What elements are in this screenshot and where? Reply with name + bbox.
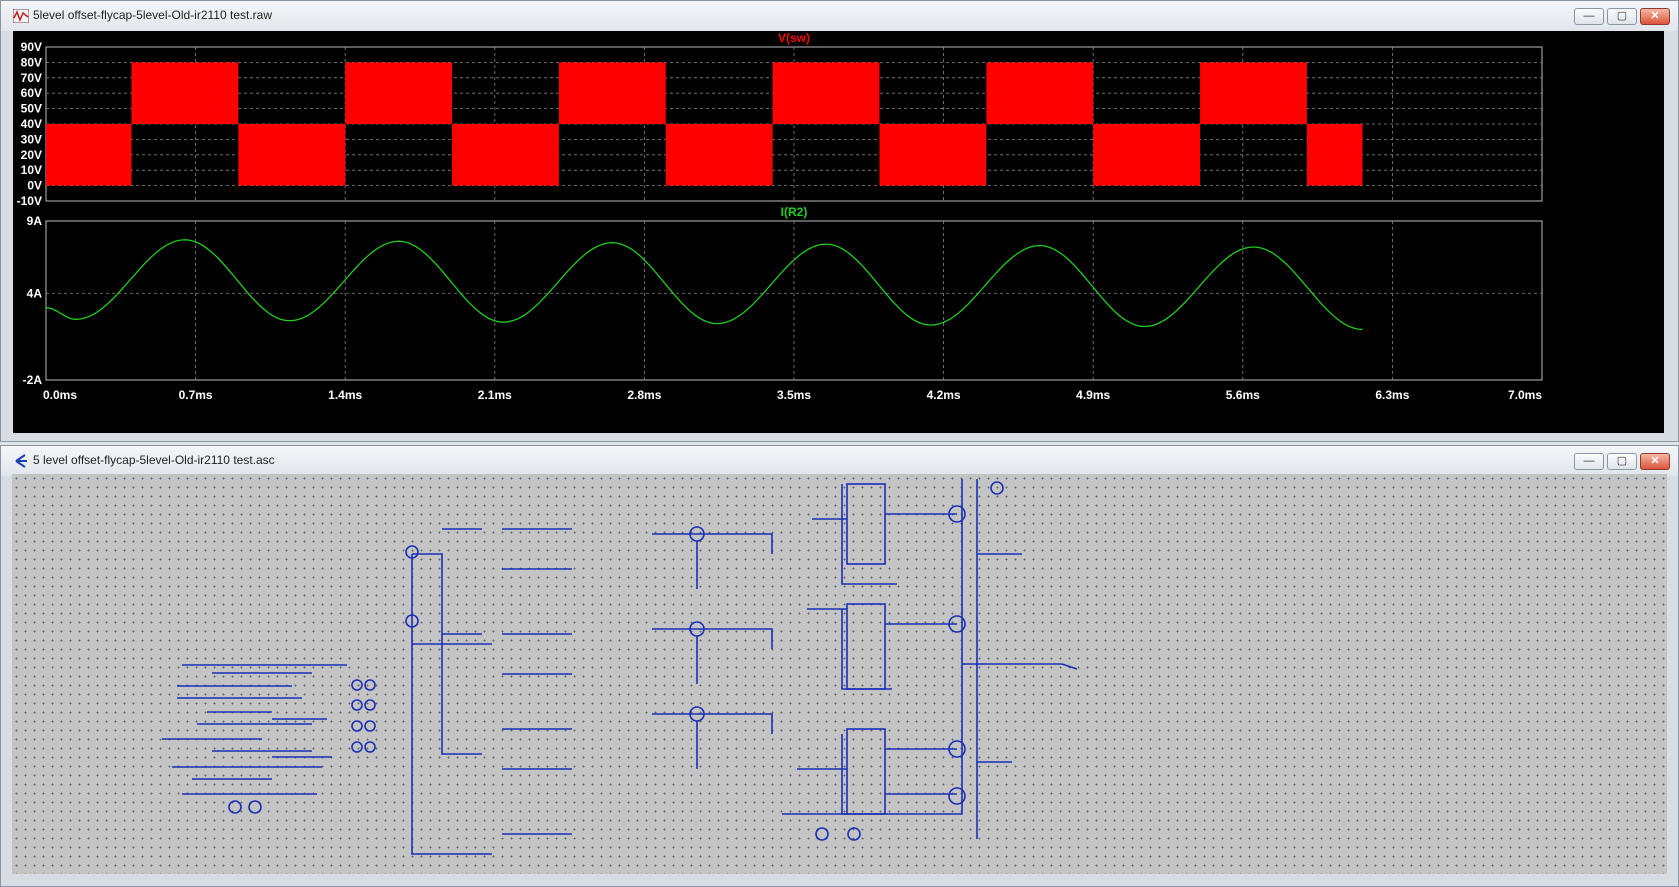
vsw-y-tick-label: 0V [27,179,42,193]
schematic-canvas[interactable] [12,474,1667,874]
schematic-notes-block[interactable] [162,664,347,795]
close-icon: ✕ [1650,455,1660,467]
x-tick-label: 0.0ms [43,388,77,402]
vsw-segment [238,124,346,186]
x-tick-label: 4.9ms [1076,388,1110,402]
vsw-y-tick-label: 50V [21,102,42,116]
waveform-window-title: 5level offset-flycap-5level-Old-ir2110 t… [33,8,272,22]
vsw-segment [986,62,1094,124]
maximize-button[interactable]: ▢ [1607,453,1637,470]
schematic-app-icon [15,454,27,468]
schematic-titlebar[interactable]: 5 level offset-flycap-5level-Old-ir2110 … [1,446,1678,476]
waveform-titlebar[interactable]: 5level offset-flycap-5level-Old-ir2110 t… [1,1,1678,31]
schematic-window-title: 5 level offset-flycap-5level-Old-ir2110 … [33,453,275,467]
vsw-y-tick-label: 10V [21,163,42,177]
vsw-segment [1306,124,1363,186]
schematic-gate-drivers[interactable] [405,528,572,855]
vsw-segment [665,124,773,186]
schematic-sources-left[interactable] [228,679,376,814]
vsw-segment [46,124,132,186]
maximize-icon: ▢ [1616,455,1628,467]
minimize-button[interactable]: — [1574,453,1604,470]
x-tick-label: 2.1ms [478,388,512,402]
x-tick-label: 4.2ms [927,388,961,402]
vsw-segment [452,124,559,186]
ir2-y-tick-label: 9A [27,214,43,228]
ir2-y-tick-label: 4A [27,286,43,300]
vsw-segment [345,62,453,124]
waveform-app-icon [13,9,29,23]
vsw-segment [772,62,880,124]
vsw-y-tick-label: 80V [21,55,42,69]
ir2-y-tick-label: -2A [23,373,43,387]
vsw-segment [879,124,987,186]
x-tick-label: 7.0ms [1508,388,1542,402]
vsw-title: V(sw) [778,31,810,45]
vsw-y-tick-label: 90V [21,40,42,54]
vsw-segment [1093,124,1201,186]
vsw-y-tick-label: 60V [21,86,42,100]
waveform-window: 5level offset-flycap-5level-Old-ir2110 t… [0,0,1679,442]
vsw-segment [131,62,239,124]
schematic-power-stage[interactable] [782,479,1078,841]
ir2-title: I(R2) [781,205,808,219]
minimize-button[interactable]: — [1574,8,1604,25]
close-icon: ✕ [1650,10,1660,22]
x-tick-label: 3.5ms [777,388,811,402]
vsw-segment [1200,62,1307,124]
close-button[interactable]: ✕ [1640,8,1670,25]
vsw-y-tick-label: 30V [21,132,42,146]
vsw-y-tick-label: 20V [21,148,42,162]
ir2-trace [45,239,1363,331]
vsw-y-tick-label: -10V [17,194,42,208]
x-tick-label: 1.4ms [328,388,362,402]
vsw-y-tick-label: 40V [21,117,42,131]
vsw-segment [558,62,666,124]
schematic-drawing[interactable] [12,474,1667,874]
close-button[interactable]: ✕ [1640,453,1670,470]
x-tick-label: 6.3ms [1375,388,1409,402]
x-tick-label: 2.8ms [627,388,661,402]
x-tick-label: 5.6ms [1226,388,1260,402]
x-tick-label: 0.7ms [179,388,213,402]
schematic-mosfet-stages[interactable] [652,526,773,769]
minimize-icon: — [1583,10,1595,22]
maximize-icon: ▢ [1616,10,1628,22]
vsw-y-tick-label: 70V [21,71,42,85]
minimize-icon: — [1583,455,1595,467]
maximize-button[interactable]: ▢ [1607,8,1637,25]
